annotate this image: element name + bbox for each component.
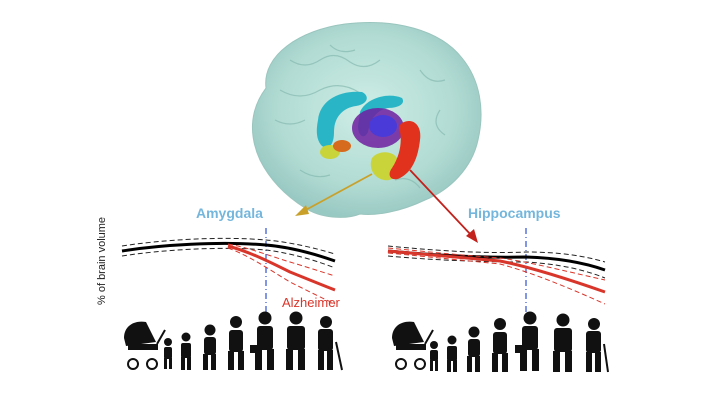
teen-silhouette [492, 318, 508, 372]
hippocampus-upper-band [387, 245, 606, 263]
left-putamen [333, 140, 351, 152]
y-axis-label: % of brain volume [96, 216, 108, 305]
ventricle-left [316, 91, 367, 148]
adult-silhouette [553, 313, 572, 372]
silhouettes-right [392, 311, 609, 373]
brain-image [251, 21, 482, 218]
amygdala-lower-band [121, 247, 336, 269]
hippocampus-alz-upper [387, 247, 606, 281]
toddler-silhouette [430, 341, 438, 371]
silhouettes-left [124, 311, 343, 371]
amygdala-arrow-head [295, 205, 309, 216]
hippocampus-alz-lower [387, 252, 606, 305]
child-silhouette [181, 332, 191, 370]
amygdala-alz-upper [227, 243, 336, 277]
teen-silhouette [228, 316, 244, 370]
hippocampus-label: Hippocampus [468, 205, 561, 221]
stroller-icon [124, 321, 166, 370]
amygdala-arrow-line [301, 173, 373, 213]
adult-silhouette [286, 311, 305, 370]
amygdala-upper-band [121, 237, 336, 255]
kid-silhouette [203, 324, 216, 370]
alzheimer-label: Alzheimer [282, 295, 340, 310]
toddler-silhouette [164, 338, 172, 369]
amygdala-healthy-curve [121, 241, 336, 263]
stroller-icon [392, 321, 434, 370]
adult-briefcase-silhouette [515, 311, 539, 371]
kid-silhouette [467, 326, 480, 372]
child-silhouette [447, 335, 457, 372]
amygdala-plot [121, 228, 336, 312]
arrows [295, 169, 478, 243]
thalamus-core [369, 115, 397, 137]
adult-briefcase-silhouette [250, 311, 274, 370]
hippocampus-alzheimer-curve [387, 249, 606, 294]
hippocampus-arrow-head [466, 229, 478, 243]
hippocampus-plot [387, 228, 606, 312]
elderly-cane-silhouette [586, 318, 609, 373]
hippocampus-structure [389, 120, 421, 180]
amygdala-label: Amygdala [196, 205, 263, 221]
hippocampus-arrow-line [409, 169, 473, 237]
brain-folds [274, 44, 446, 189]
amygdala-alz-lower [227, 247, 336, 305]
amygdala-alzheimer-curve [227, 244, 336, 292]
elderly-cane-silhouette [318, 316, 343, 371]
